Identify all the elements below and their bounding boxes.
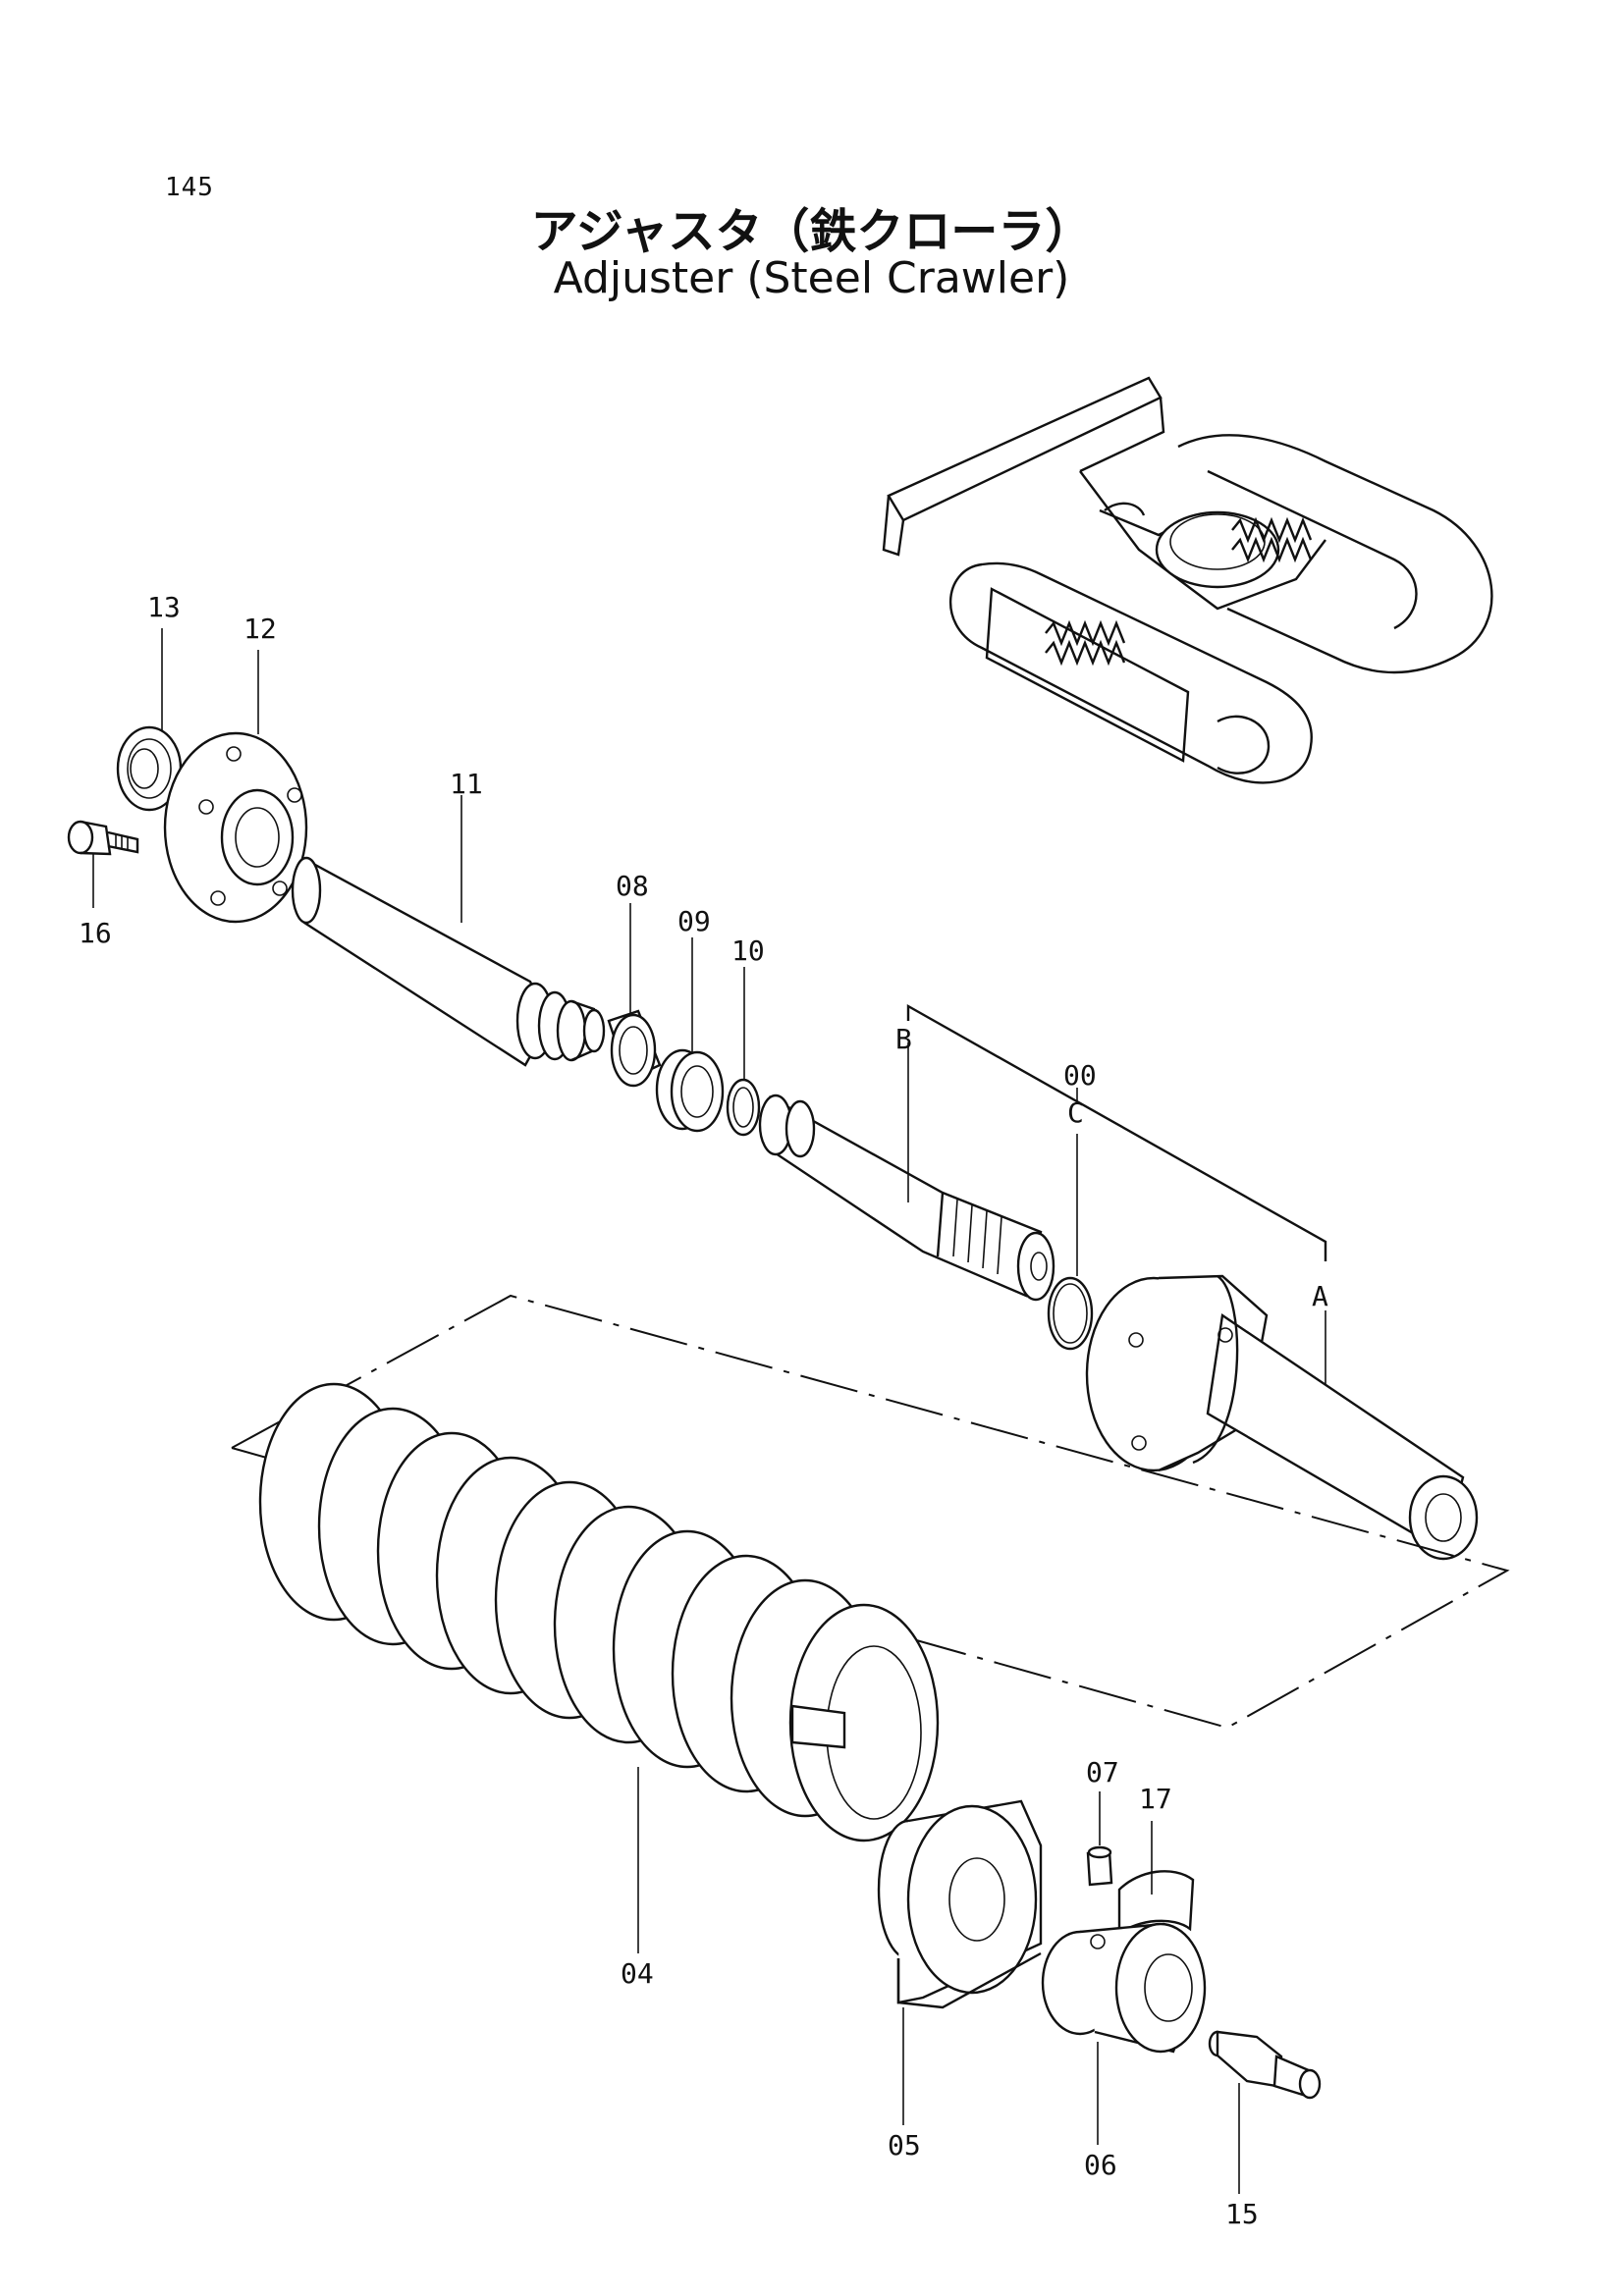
callout-13: 13 bbox=[147, 591, 181, 623]
page-number: 145 bbox=[165, 173, 214, 202]
callout-07: 07 bbox=[1086, 1756, 1119, 1789]
part-08-collar bbox=[607, 903, 662, 1088]
inset-spring-right bbox=[1231, 516, 1313, 563]
callout-06: 06 bbox=[1084, 2149, 1117, 2181]
callout-c: C bbox=[1067, 1096, 1084, 1129]
callout-08: 08 bbox=[616, 870, 649, 902]
part-06-nut bbox=[1041, 1922, 1207, 2145]
part-b-piston-rod bbox=[758, 1042, 1055, 1302]
callout-b: B bbox=[895, 1023, 912, 1055]
callout-16: 16 bbox=[79, 917, 112, 949]
part-05-spring-seat bbox=[877, 1799, 1043, 2125]
part-11-shaft bbox=[291, 795, 606, 1067]
part-17-label-tag bbox=[1117, 1821, 1195, 1937]
callout-09: 09 bbox=[677, 905, 711, 937]
part-07-plug bbox=[1086, 1791, 1113, 1887]
callout-a: A bbox=[1312, 1280, 1328, 1312]
callout-11: 11 bbox=[450, 768, 483, 800]
part-c-o-ring bbox=[1047, 1134, 1094, 1351]
part-16-bolt bbox=[67, 820, 139, 908]
part-a-cylinder bbox=[1085, 1274, 1479, 1561]
title-japanese: アジャスタ（鉄クローラ） bbox=[530, 204, 1093, 259]
callout-12: 12 bbox=[243, 613, 277, 645]
part-15-grease-fitting bbox=[1208, 2030, 1322, 2194]
part-09-bearing bbox=[655, 937, 725, 1133]
part-12-flange bbox=[163, 731, 308, 924]
callout-15: 15 bbox=[1225, 2198, 1259, 2230]
assembly-00-bracket bbox=[906, 1003, 1327, 1261]
callout-05: 05 bbox=[888, 2129, 921, 2162]
callout-10: 10 bbox=[731, 934, 765, 967]
callout-17: 17 bbox=[1139, 1783, 1172, 1815]
part-04-spring bbox=[258, 1382, 940, 1953]
inset-spring-left bbox=[1045, 619, 1126, 667]
part-10-snap-ring bbox=[726, 967, 761, 1137]
undercarriage-inset bbox=[882, 376, 1493, 784]
callout-04: 04 bbox=[621, 1957, 654, 1990]
title-english: Adjuster (Steel Crawler) bbox=[553, 253, 1070, 303]
callout-00: 00 bbox=[1063, 1059, 1097, 1092]
